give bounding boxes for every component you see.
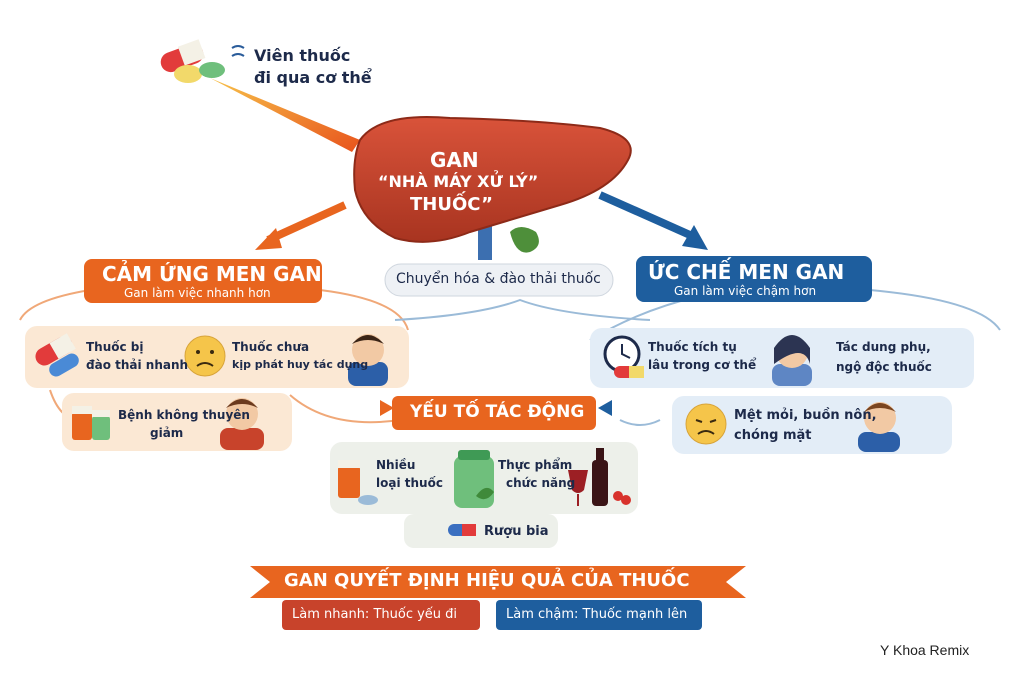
induction-item1-line2: đào thải nhanh (86, 358, 189, 372)
factors-item1-line1: Nhiều (376, 458, 416, 472)
nauseous-face-icon (685, 403, 727, 445)
motion-lines-icon (231, 45, 245, 57)
conclusion-banner-bg (250, 566, 746, 598)
arrow-to-inhibition (598, 191, 708, 250)
fast-badge-bg (282, 600, 480, 630)
induction-item2-line1: Thuốc chưa (232, 340, 310, 354)
factors-banner-bg (392, 396, 596, 430)
inhibition-subtitle: Gan làm việc chậm hơn (674, 284, 817, 298)
pill-arrow (210, 78, 360, 152)
liver-title-line2: “NHÀ MÁY XỬ LÝ” (378, 172, 539, 191)
connector-right-2 (869, 289, 1001, 331)
fast-badge: Làm nhanh: Thuốc yếu đi (292, 607, 458, 622)
factors-title: YẾU TỐ TÁC ĐỘNG (410, 402, 585, 422)
clock-icon (603, 335, 644, 378)
connector-left-4 (289, 394, 401, 424)
confused-person-icon (348, 334, 388, 386)
connector-center (394, 298, 651, 321)
pills-icon (160, 39, 225, 83)
credit: Y Khoa Remix (880, 642, 970, 658)
inhibition-item1-line1: Thuốc tích tụ (648, 340, 737, 354)
inhibition-item3-line2: chóng mặt (734, 428, 812, 443)
induction-banner-bg (84, 259, 322, 303)
connector-left (19, 289, 91, 321)
pill-caption-line1: Viên thuốc (254, 46, 351, 65)
capsule-small-icon (448, 524, 476, 536)
induction-item3-line2: giảm (150, 426, 184, 440)
induction-item2-line2: kịp phát huy tác dụng (232, 358, 369, 371)
factors-item2-line2: chức năng (506, 476, 576, 490)
liver-title-line3: THUỐC” (410, 194, 493, 215)
inhibition-item1-line2: lâu trong cơ thể (648, 358, 757, 372)
supplement-jar-icon (454, 450, 494, 508)
factors-card-bottom (404, 514, 558, 548)
arrow-factors-right (598, 400, 612, 416)
slow-badge: Làm chậm: Thuốc mạnh lên (506, 607, 688, 622)
wine-icon (568, 448, 631, 506)
factors-item3: Rượu bia (484, 524, 549, 539)
pill-caption-line2: đi qua cơ thể (254, 68, 372, 87)
inhibition-item3-line1: Mệt mỏi, buồn nôn, (734, 408, 877, 423)
inhibition-item2-line1: Tác dung phụ, (836, 340, 931, 354)
center-label-bg (384, 263, 614, 297)
conclusion-title: GAN QUYẾT ĐỊNH HIỆU QUẢ CỦA THUỐC (284, 570, 690, 591)
induction-subtitle: Gan làm việc nhanh hơn (124, 286, 271, 300)
induction-item3-line1: Bệnh không thuyên (118, 408, 250, 422)
induction-item1-line1: Thuốc bị (86, 340, 144, 354)
factors-item2-line1: Thực phẩm (498, 458, 573, 472)
slow-badge-bg (496, 600, 702, 630)
medicine-bottles-icon (72, 406, 110, 440)
inhibition-banner-bg (636, 256, 872, 302)
liver-title-line1: GAN (430, 148, 479, 172)
headache-person-icon (220, 398, 264, 450)
center-label: Chuyển hóa & đào thải thuốc (396, 271, 601, 287)
worried-face-icon (184, 335, 226, 377)
inhibition-title: ỨC CHẾ MEN GAN (648, 260, 845, 284)
connector-left-2 (319, 289, 409, 331)
arrow-factors-left (380, 400, 394, 416)
capsule-icon (35, 333, 79, 377)
sick-woman-icon (772, 335, 812, 386)
induction-title: CẢM ỨNG MEN GAN (102, 262, 322, 286)
connector-right-3 (619, 419, 661, 426)
inhibition-item2-line2: ngộ độc thuốc (836, 360, 932, 374)
dizzy-person-icon (858, 402, 900, 452)
factors-item1-line2: loại thuốc (376, 476, 443, 490)
pill-bottles-icon (338, 460, 378, 505)
arrow-to-induction (255, 201, 347, 250)
liver-illustration (353, 115, 632, 260)
